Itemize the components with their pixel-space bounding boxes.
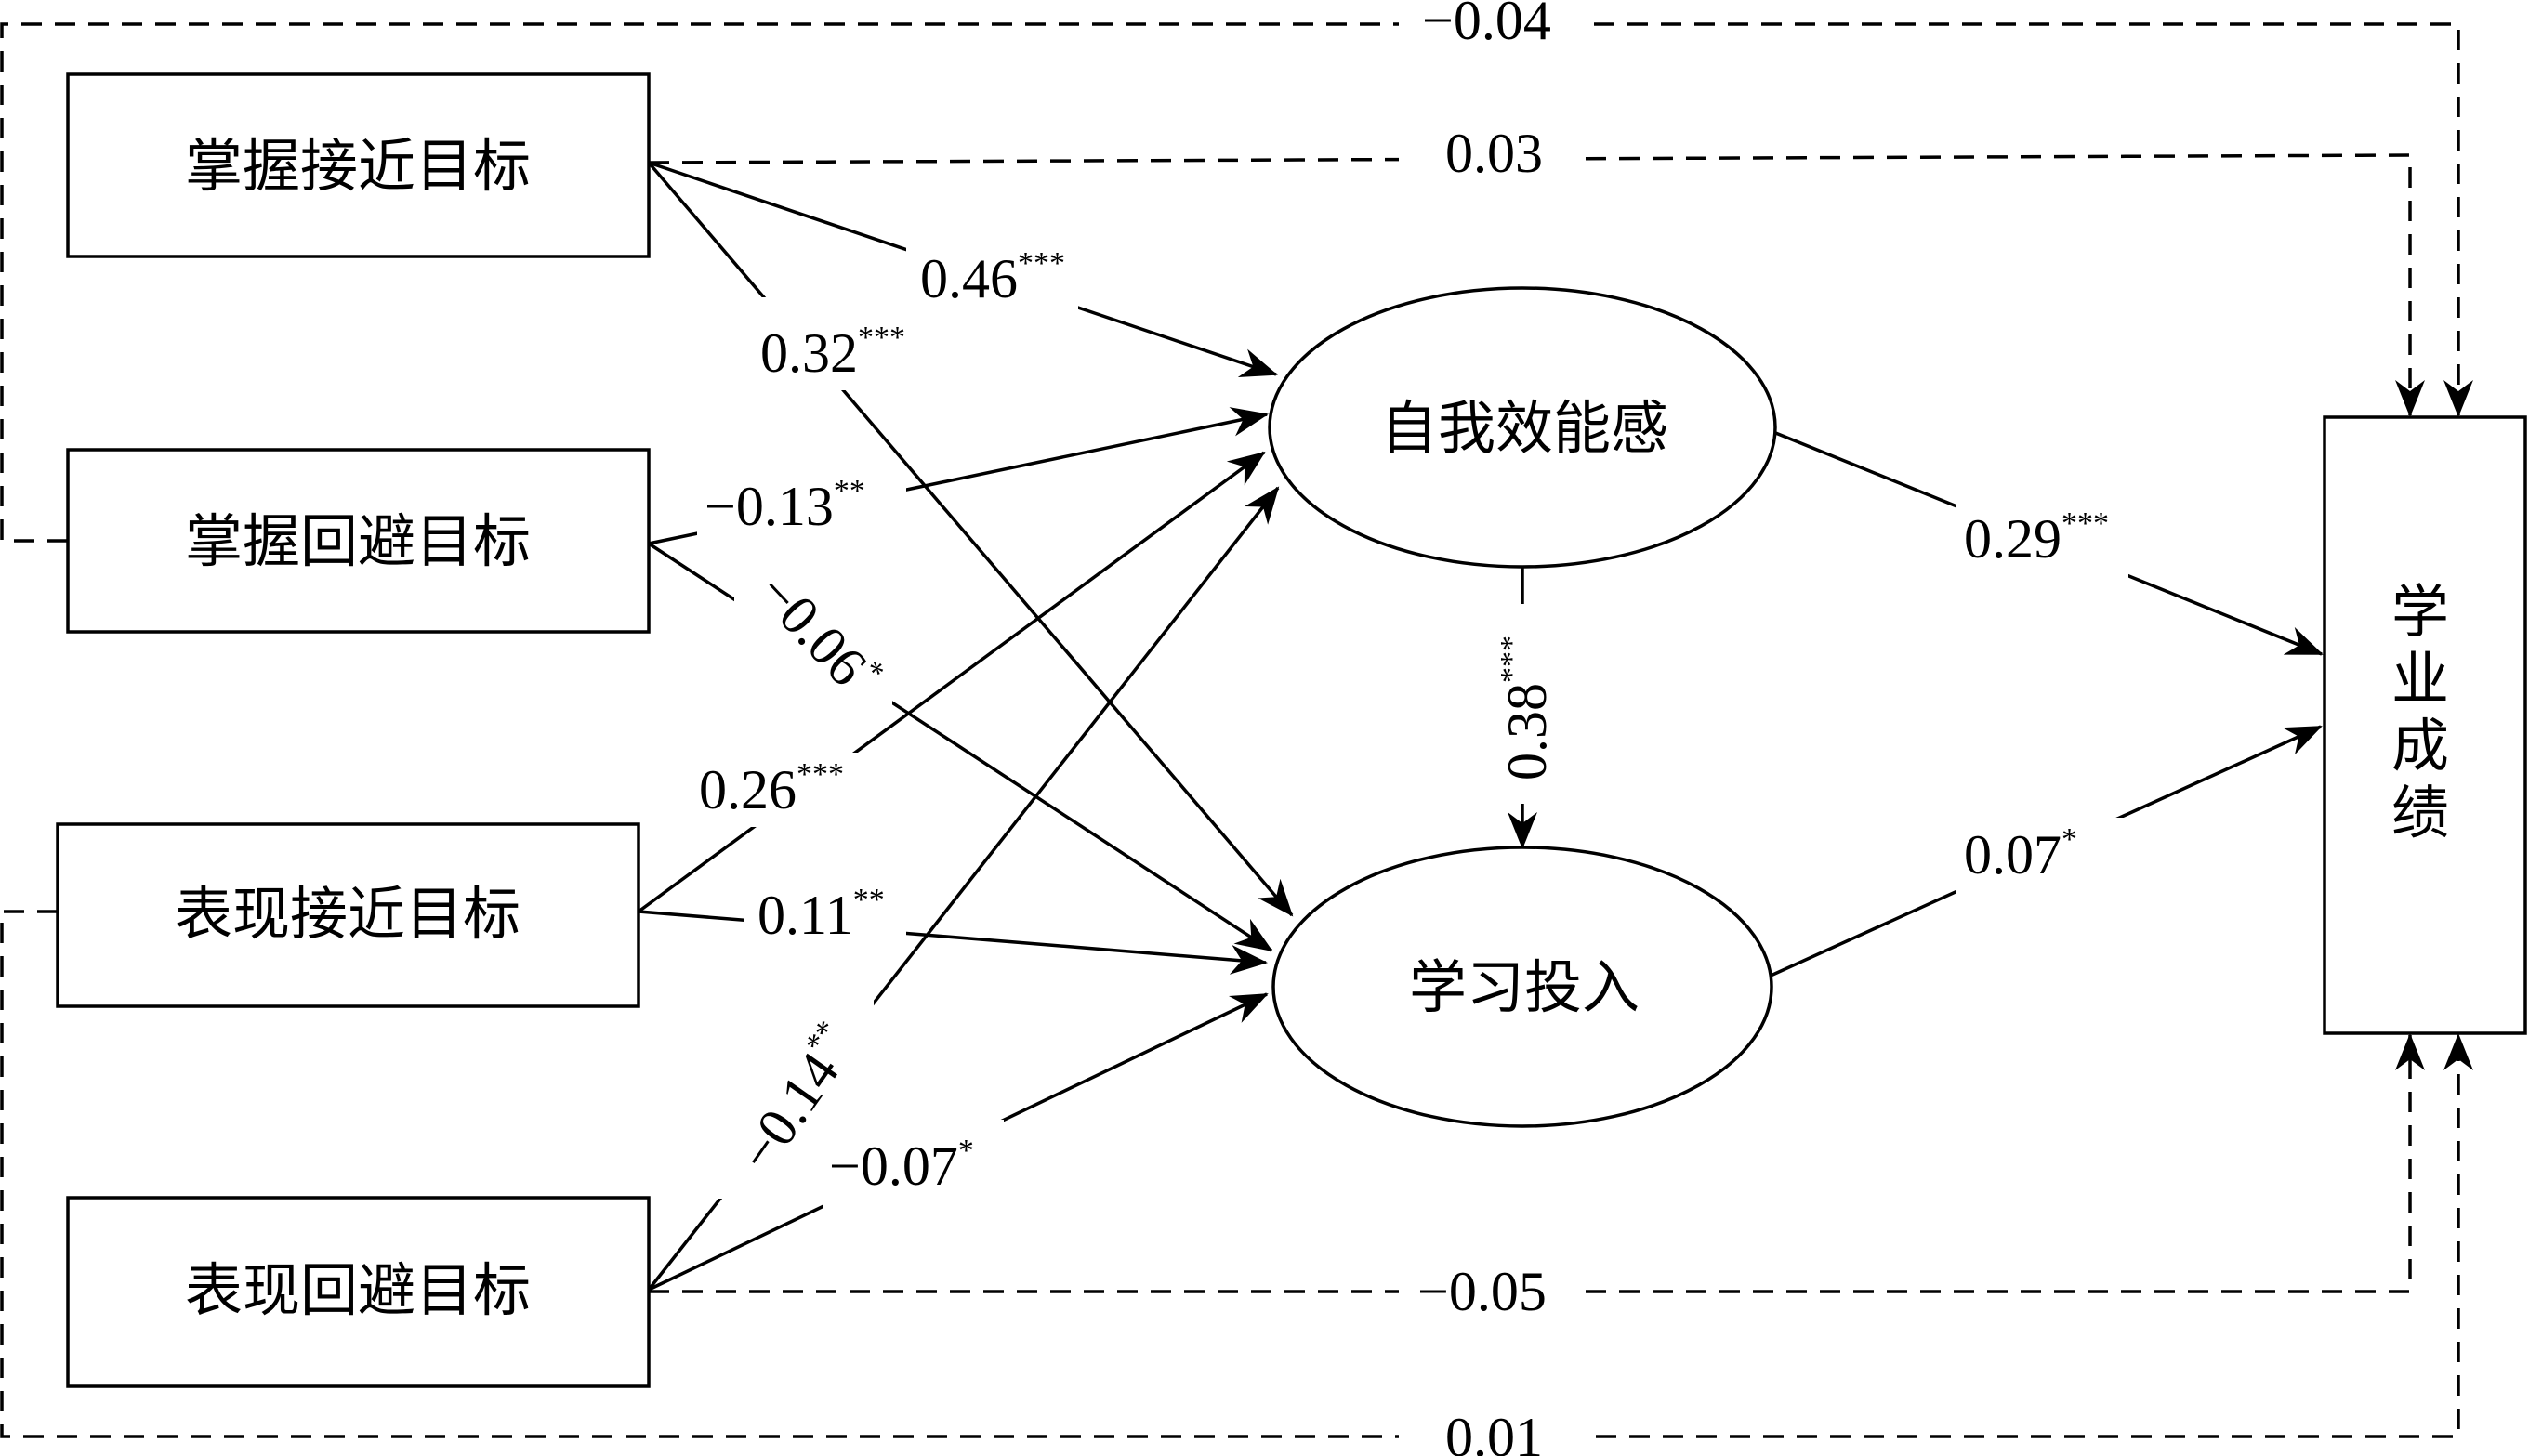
node-label: 掌握回避目标: [185, 507, 531, 575]
outcome-char: 绩: [2391, 779, 2449, 846]
outcome-char: 成: [2391, 712, 2449, 780]
node-label: 表现回避目标: [185, 1256, 531, 1324]
node-achievement: 学 业 成 绩: [2323, 415, 2527, 1035]
path-mastery-approach-engagement: [647, 161, 1294, 917]
outcome-char: 业: [2391, 645, 2449, 713]
coef-mastery-approach-self-efficacy: 0.46***: [920, 246, 1065, 309]
path-performance-approach-engagement: [638, 910, 1268, 975]
node-performance-avoidance: 表现回避目标: [66, 1196, 651, 1388]
node-mastery-avoidance: 掌握回避目标: [66, 448, 651, 634]
mediator-nodes: 自我效能感 学习投入: [1268, 286, 1777, 1128]
coef-mastery-approach-engagement: 0.32***: [760, 321, 905, 384]
path-performance-approach-self-efficacy: [637, 451, 1266, 913]
path-mastery-avoidance-achievement: [0, 22, 2473, 543]
path-performance-approach-achievement: [0, 910, 2473, 1438]
node-label: 掌握接近目标: [185, 132, 531, 200]
node-mastery-approach: 掌握接近目标: [66, 72, 651, 258]
coef-self-efficacy-achievement: 0.29***: [1964, 506, 2109, 570]
coef-mastery-approach-achievement: 0.03: [1445, 123, 1543, 184]
coef-performance-approach-self-efficacy: 0.26***: [699, 757, 844, 820]
outcome-char: 学: [2391, 578, 2449, 646]
coef-performance-avoidance-achievement: −0.05: [1417, 1261, 1547, 1322]
predictor-nodes: 掌握接近目标 掌握回避目标 表现接近目标 表现回避目标: [56, 72, 651, 1388]
node-engagement: 学习投入: [1271, 846, 1773, 1128]
coef-mastery-avoidance-self-efficacy: −0.13**: [705, 474, 865, 537]
node-label: 学习投入: [1409, 953, 1640, 1021]
path-performance-avoidance-achievement: [649, 1033, 2425, 1293]
coef-performance-avoidance-engagement: −0.07*: [829, 1134, 974, 1197]
coef-performance-approach-achievement: 0.01: [1445, 1407, 1543, 1456]
node-label: 表现接近目标: [175, 880, 520, 948]
path-mastery-approach-achievement: [648, 153, 2425, 417]
node-self-efficacy: 自我效能感: [1268, 286, 1777, 569]
node-performance-approach: 表现接近目标: [56, 822, 640, 1008]
coef-self-efficacy-engagement: 0.38***: [1495, 636, 1558, 780]
coef-engagement-achievement: 0.07*: [1964, 822, 2077, 885]
direct-paths: [0, 22, 2473, 1438]
label-knockouts: [692, 0, 2128, 1456]
coef-performance-approach-engagement: 0.11**: [757, 883, 885, 946]
node-label: 自我效能感: [1380, 394, 1668, 462]
coef-mastery-avoidance-achievement: −0.04: [1422, 0, 1551, 51]
coefficient-labels: 0.46*** 0.32*** −0.13** −0.06* 0.26*** 0…: [699, 0, 2109, 1456]
